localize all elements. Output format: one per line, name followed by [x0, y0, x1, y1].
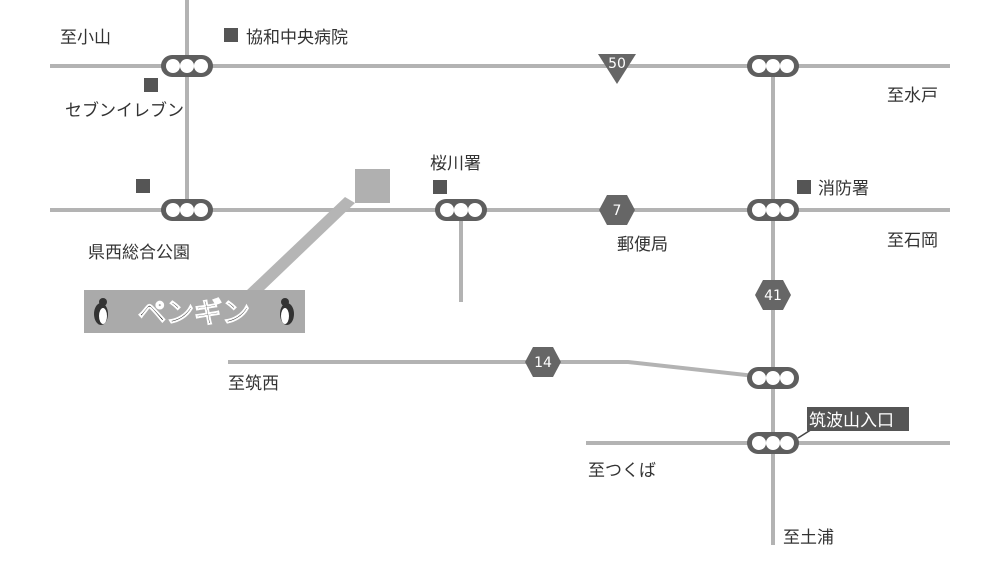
route-number: 7 [613, 203, 622, 219]
tsukubasan-entrance-box [807, 407, 909, 431]
route-7-marker: 7 [599, 195, 635, 225]
destination-pointer [245, 197, 355, 292]
label-sakuragawa-police: 桜川署 [430, 154, 481, 174]
label-post-office: 郵便局 [617, 235, 668, 255]
traffic-signal-icon [161, 199, 213, 221]
traffic-signal-icon [747, 55, 799, 77]
label-to-tsuchiura: 至土浦 [783, 528, 834, 548]
traffic-signal-icon [747, 199, 799, 221]
traffic-signal-icon [435, 199, 487, 221]
route-triangle-icon [598, 54, 636, 84]
hospital-marker-icon [224, 28, 238, 42]
label-to-ishioka: 至石岡 [887, 231, 938, 251]
route-41-marker: 41 [755, 280, 791, 310]
label-kyowa-hospital: 協和中央病院 [246, 28, 348, 48]
label-fire-station: 消防署 [818, 179, 869, 199]
destination-name: ペンギン [138, 296, 250, 329]
convenience-store-marker-icon [144, 78, 158, 92]
label-to-oyama: 至小山 [60, 28, 111, 48]
destination-location-marker [355, 169, 390, 203]
route-number: 41 [764, 288, 782, 304]
park-marker-icon [136, 179, 150, 193]
traffic-signal-icon [161, 55, 213, 77]
route-number: 50 [608, 56, 626, 72]
route-hexagon-icon [755, 280, 791, 310]
penguin-icon [280, 298, 294, 325]
label-tsukubasan-entrance: 筑波山入口 [809, 411, 894, 431]
penguin-icon [94, 298, 108, 325]
route-hexagon-icon [525, 347, 561, 377]
destination-sign[interactable]: ペンギン [84, 290, 305, 333]
traffic-signal-icon [747, 432, 799, 454]
roads [50, 0, 950, 545]
route-number: 14 [534, 355, 552, 371]
label-to-mito: 至水戸 [887, 86, 938, 106]
route-50-marker: 50 [598, 54, 636, 84]
traffic-signals [161, 55, 799, 454]
fire-station-marker-icon [797, 180, 811, 194]
label-seven-eleven: セブンイレブン [65, 100, 184, 121]
route-14-marker: 14 [525, 347, 561, 377]
police-marker-icon [433, 180, 447, 194]
label-to-tsukuba: 至つくば [588, 461, 656, 481]
traffic-signal-icon [747, 367, 799, 389]
label-to-chikusei: 至筑西 [228, 374, 279, 394]
route-hexagon-icon [599, 195, 635, 225]
road-route-14 [228, 360, 774, 380]
label-kensei-park: 県西総合公園 [88, 243, 190, 263]
